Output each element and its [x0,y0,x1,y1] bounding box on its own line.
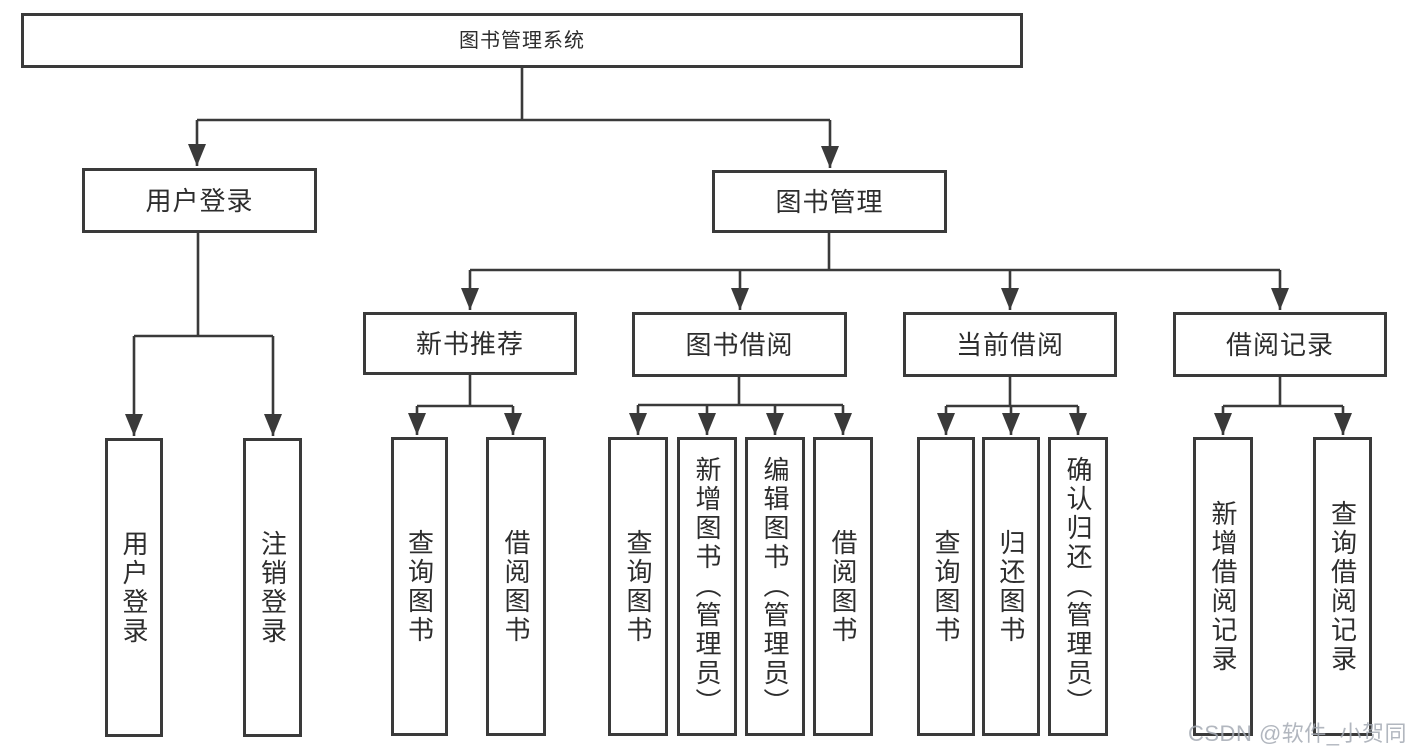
leaf-query-books-borrow: 查询图书 [608,437,668,736]
leaf-borrow-books: 借阅图书 [813,437,873,736]
node-new-book-recommend: 新书推荐 [363,312,577,375]
node-user-login: 用户登录 [82,168,317,233]
leaf-query-borrow-record: 查询借阅记录 [1313,437,1372,736]
node-book-management: 图书管理 [712,170,947,233]
leaf-user-login: 用户登录 [105,438,163,737]
leaf-add-borrow-record: 新增借阅记录 [1193,437,1253,736]
leaf-borrow-books-recommend: 借阅图书 [486,437,546,736]
node-book-borrow: 图书借阅 [632,312,847,377]
node-library-management-system: 图书管理系统 [21,13,1023,68]
leaf-edit-book-admin: 编辑图书（管理员） [745,437,805,736]
leaf-confirm-return-admin: 确认归还（管理员） [1048,437,1108,736]
connector-spines [134,67,1343,408]
leaf-query-books-current: 查询图书 [917,437,975,736]
leaf-add-book-admin: 新增图书（管理员） [677,437,737,736]
leaf-logout: 注销登录 [243,438,302,737]
leaf-return-book: 归还图书 [982,437,1040,736]
node-current-borrow: 当前借阅 [903,312,1117,377]
leaf-query-books-recommend: 查询图书 [391,437,448,736]
watermark-text: CSDN @软件_小贺同学 [1188,721,1405,746]
node-borrow-records: 借阅记录 [1173,312,1387,377]
